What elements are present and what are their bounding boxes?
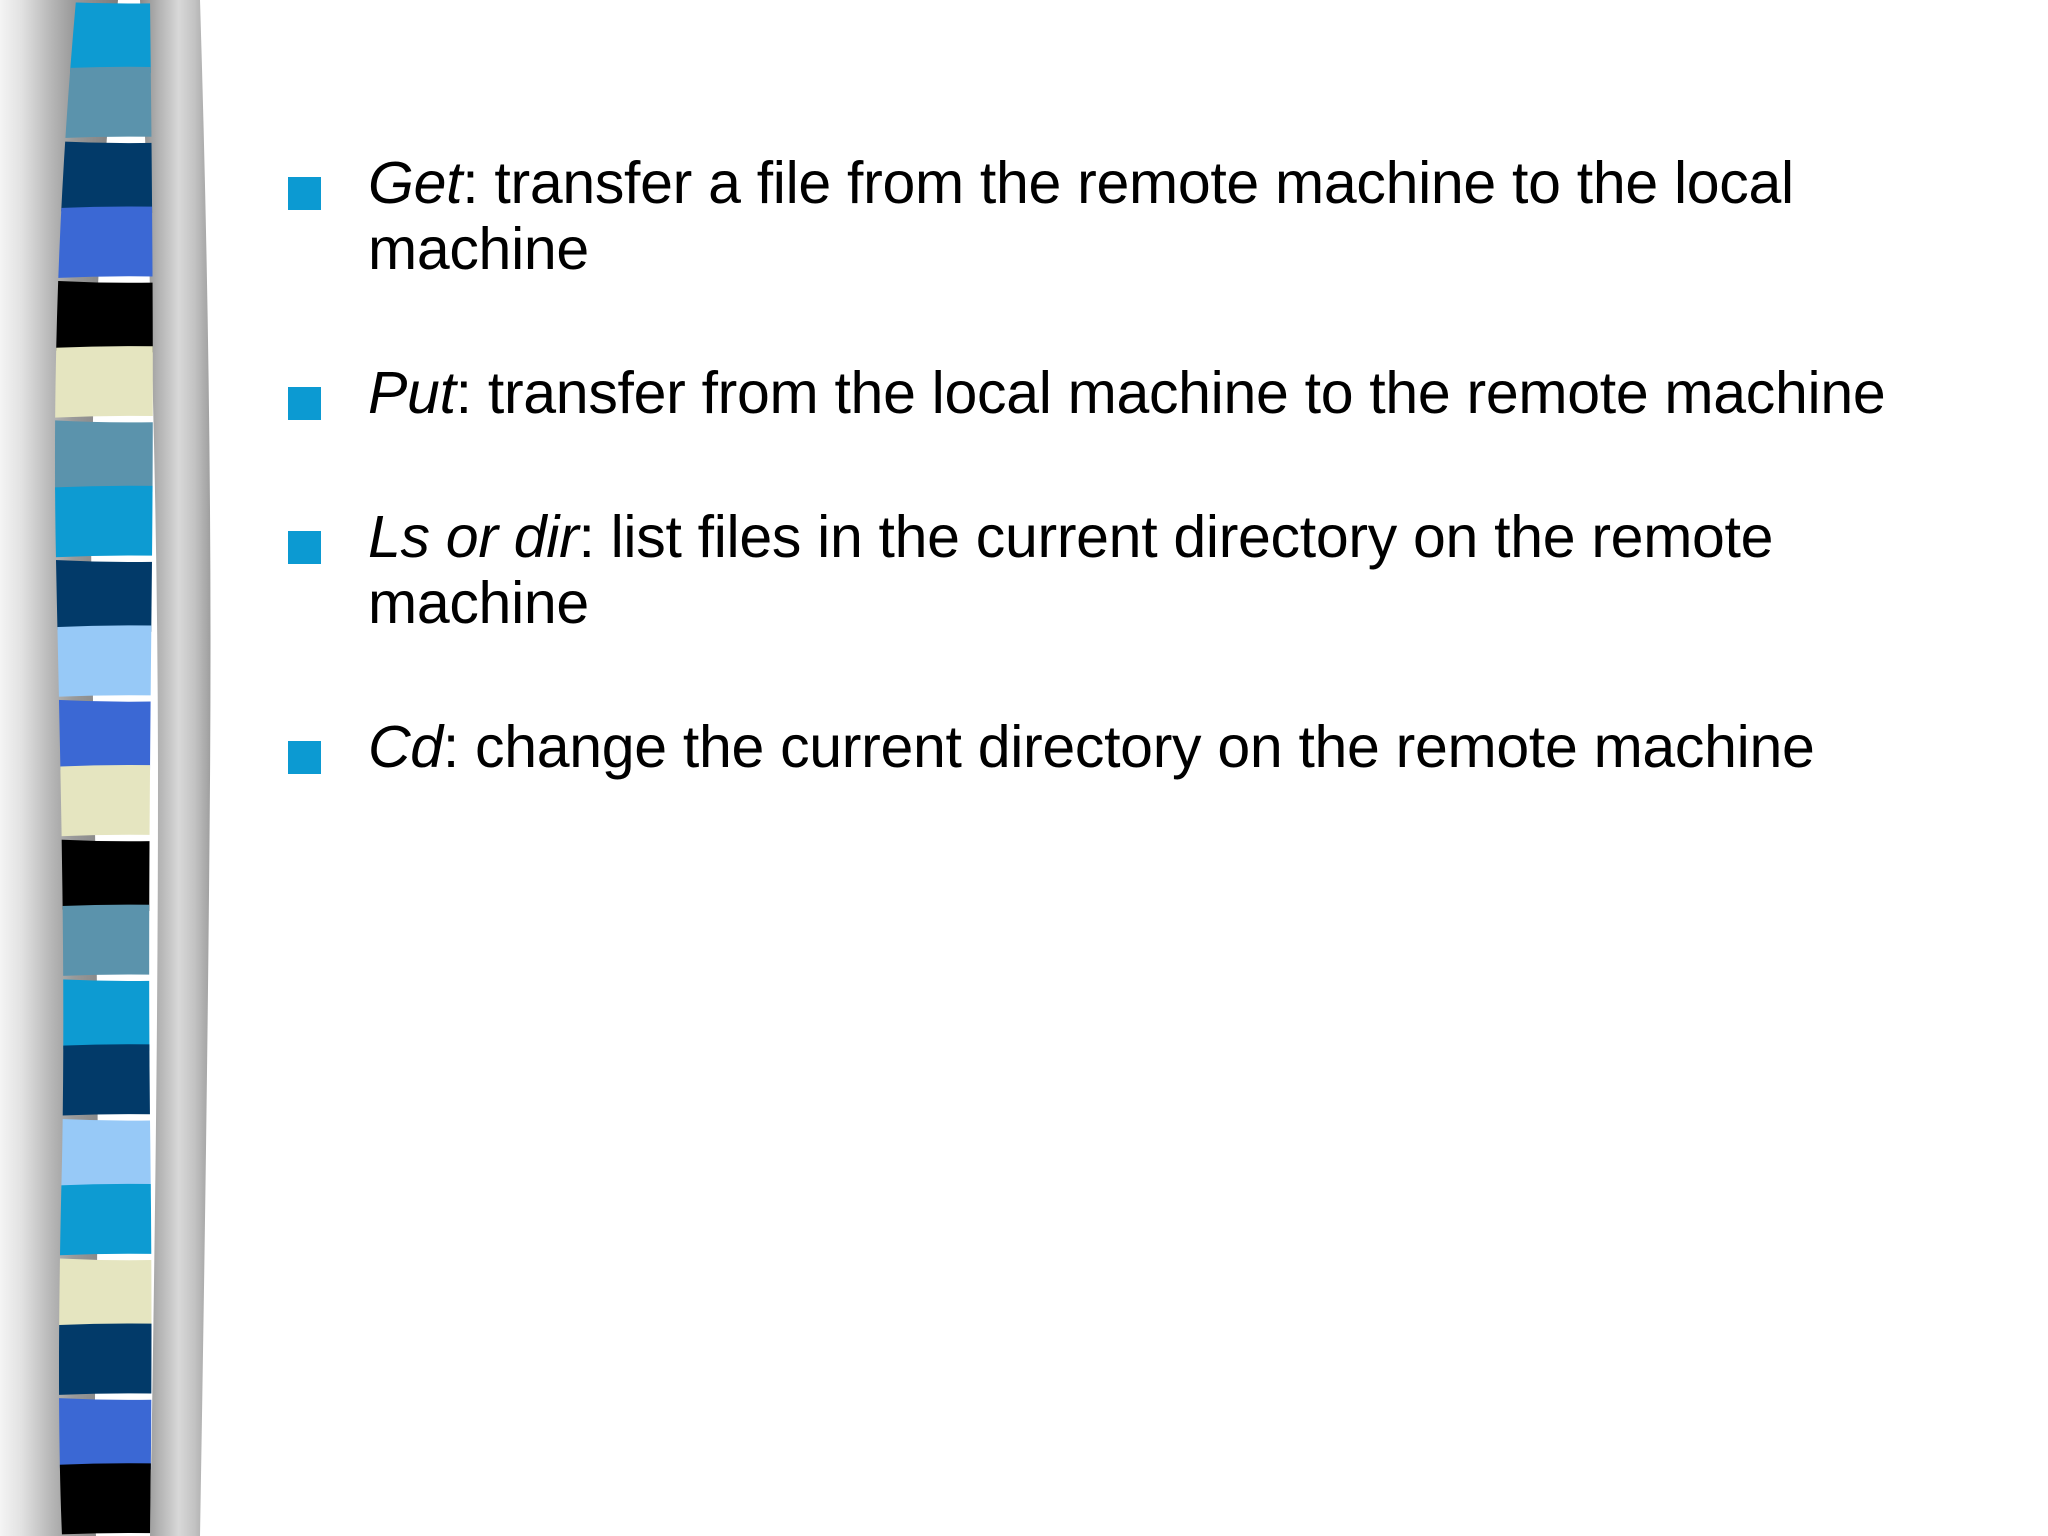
ribbon-stripe — [54, 765, 153, 838]
command-description: list files in the current directory on t… — [368, 504, 1774, 637]
list-item: Ls or dir: list files in the current dir… — [288, 504, 2008, 636]
bullet-text: Cd: change the current directory on the … — [368, 714, 1988, 780]
striped-ribbon-graphic — [0, 0, 260, 1536]
ribbon-stripe — [54, 837, 153, 912]
list-item: Get: transfer a file from the remote mac… — [288, 150, 2008, 282]
bullet-text: Get: transfer a file from the remote mac… — [368, 150, 1988, 282]
slide-content: Get: transfer a file from the remote mac… — [258, 0, 2048, 1536]
ribbon-stripe — [54, 279, 153, 353]
ribbon-stripe — [54, 1117, 153, 1191]
square-bullet-icon — [288, 387, 321, 421]
ribbon-stripe — [54, 1323, 153, 1397]
term-separator: : — [442, 714, 476, 781]
ribbon-stripe — [54, 698, 153, 772]
command-term: Put — [368, 360, 456, 427]
command-description: transfer from the local machine to the r… — [487, 360, 1886, 427]
square-bullet-icon — [288, 741, 321, 775]
ribbon-stripe — [54, 1463, 153, 1536]
bullet-list: Get: transfer a file from the remote mac… — [288, 150, 2008, 858]
term-separator: : — [462, 150, 495, 216]
square-bullet-icon — [288, 177, 321, 210]
ribbon-stripe — [54, 66, 153, 140]
ribbon-stripe — [54, 1044, 153, 1118]
command-description: change the current directory on the remo… — [475, 714, 1815, 781]
command-term: Ls or dir — [368, 504, 579, 571]
command-term: Cd — [368, 714, 443, 781]
ribbon-stripes — [54, 0, 153, 1536]
bullet-text: Put: transfer from the local machine to … — [368, 360, 1988, 426]
ribbon-stripe — [54, 418, 153, 493]
square-bullet-icon — [288, 531, 321, 565]
list-item: Cd: change the current directory on the … — [288, 714, 2008, 780]
term-separator: : — [578, 504, 611, 571]
ribbon-stripe — [54, 1256, 153, 1330]
ribbon-stripe — [54, 0, 153, 74]
ribbon-stripe — [54, 625, 153, 699]
command-description: transfer a file from the remote machine … — [368, 150, 1794, 283]
ribbon-stripe — [54, 1183, 153, 1257]
ribbon-stripe — [54, 485, 153, 559]
ribbon-stripe — [54, 558, 153, 632]
ribbon-stripe — [54, 977, 153, 1051]
bullet-text: Ls or dir: list files in the current dir… — [368, 504, 1988, 636]
ribbon-stripe — [54, 904, 153, 978]
ribbon-stripe — [54, 346, 153, 419]
ribbon-svg — [0, 0, 260, 1536]
term-separator: : — [455, 360, 488, 427]
ribbon-gray-right — [140, 0, 211, 1536]
command-term: Get — [368, 150, 463, 216]
list-item: Put: transfer from the local machine to … — [288, 360, 2008, 426]
ribbon-stripe — [54, 1396, 153, 1470]
ribbon-stripe — [54, 206, 153, 280]
ribbon-stripe — [54, 139, 153, 213]
